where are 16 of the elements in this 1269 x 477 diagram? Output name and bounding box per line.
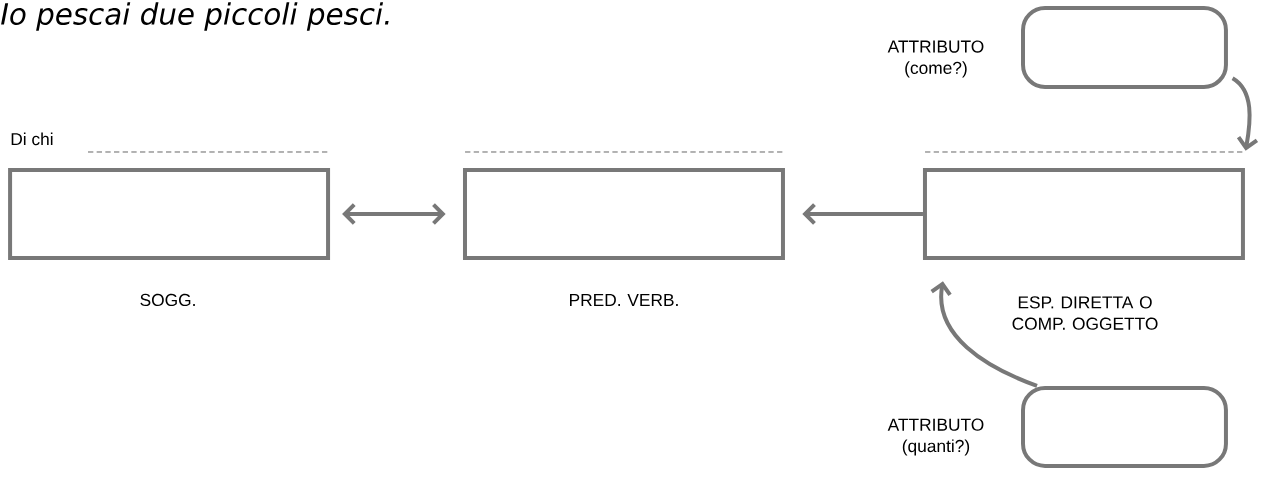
- box-caption: SOGG.: [140, 293, 195, 307]
- rounded-answer-box: [1021, 385, 1228, 468]
- answer-box: [463, 167, 785, 260]
- sentence: Io pescai due piccoli pesci.: [1, 2, 389, 31]
- answer-box: [8, 167, 331, 260]
- box-caption: PRED. VERB.: [570, 294, 678, 306]
- arrow: [930, 281, 1038, 388]
- box-caption: ESP. DIRETTA O COMP. OGGETTO: [1012, 296, 1158, 330]
- box-caption: ATTRIBUTO (quanti?): [887, 418, 984, 456]
- arrow: [802, 203, 923, 225]
- answer-box: [922, 167, 1245, 260]
- arrow: [342, 203, 446, 225]
- rounded-answer-box: [1021, 6, 1228, 89]
- fill-in-prompt: Di chi: [11, 132, 53, 146]
- arrow: [1231, 76, 1259, 151]
- box-caption: ATTRIBUTO (come?): [887, 40, 984, 78]
